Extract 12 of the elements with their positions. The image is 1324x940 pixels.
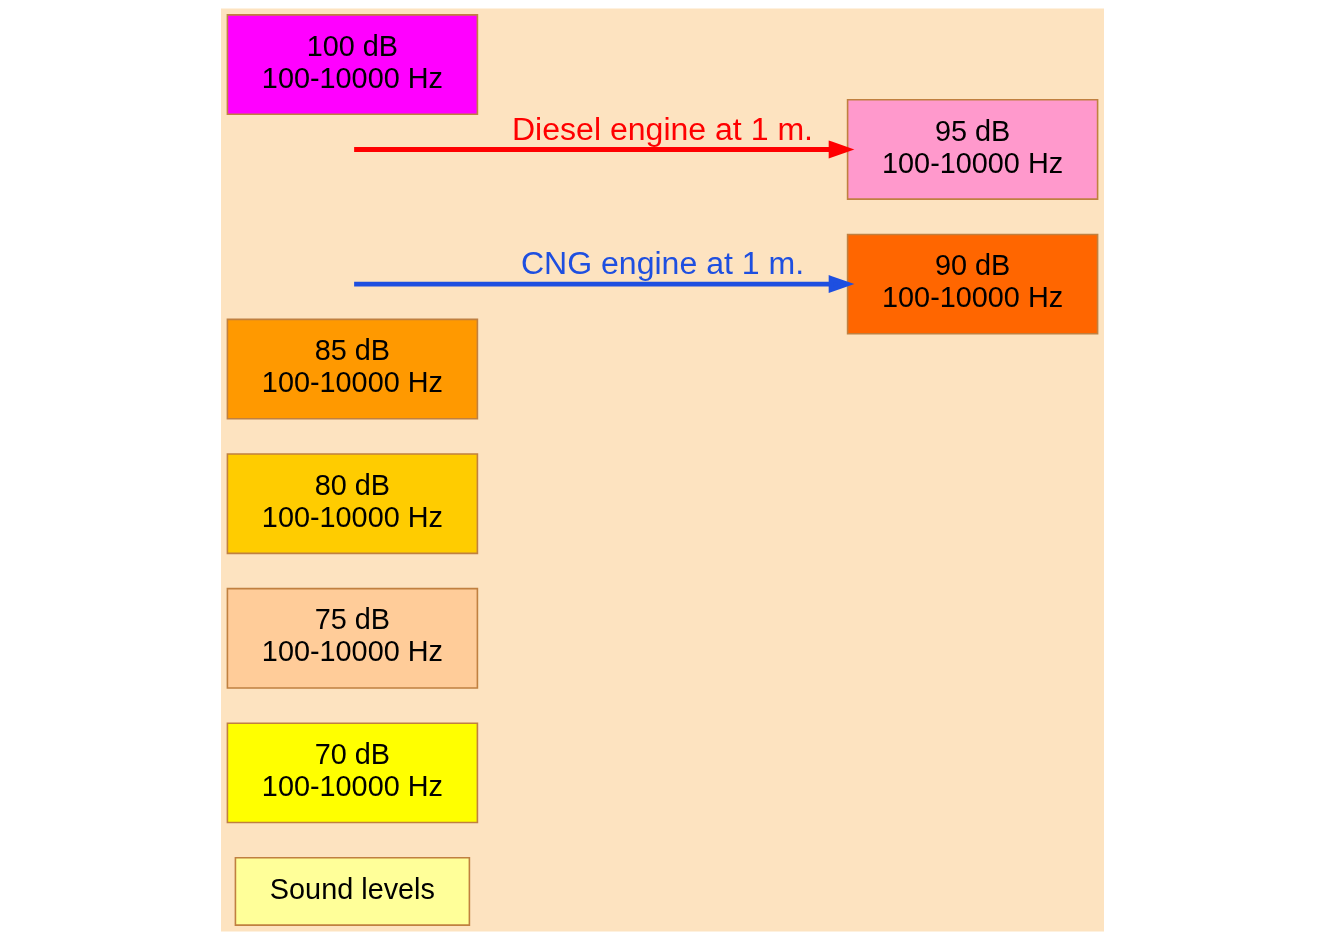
arrow — [353, 275, 854, 294]
edge-label: Diesel engine at 1 m. — [511, 110, 813, 147]
node-box: 90 dB 100-10000 Hz — [846, 233, 1098, 335]
node-box: 80 dB 100-10000 Hz — [226, 453, 478, 555]
node-box: 95 dB 100-10000 Hz — [846, 99, 1098, 200]
node-box: 85 dB 100-10000 Hz — [226, 318, 478, 420]
node-box: 75 dB 100-10000 Hz — [226, 587, 478, 689]
node-box: Sound levels — [234, 857, 470, 926]
node-box: 70 dB 100-10000 Hz — [226, 722, 478, 824]
node-box: 100 dB 100-10000 Hz — [226, 14, 478, 116]
edge-label: CNG engine at 1 m. — [520, 245, 804, 282]
arrow — [353, 140, 854, 159]
